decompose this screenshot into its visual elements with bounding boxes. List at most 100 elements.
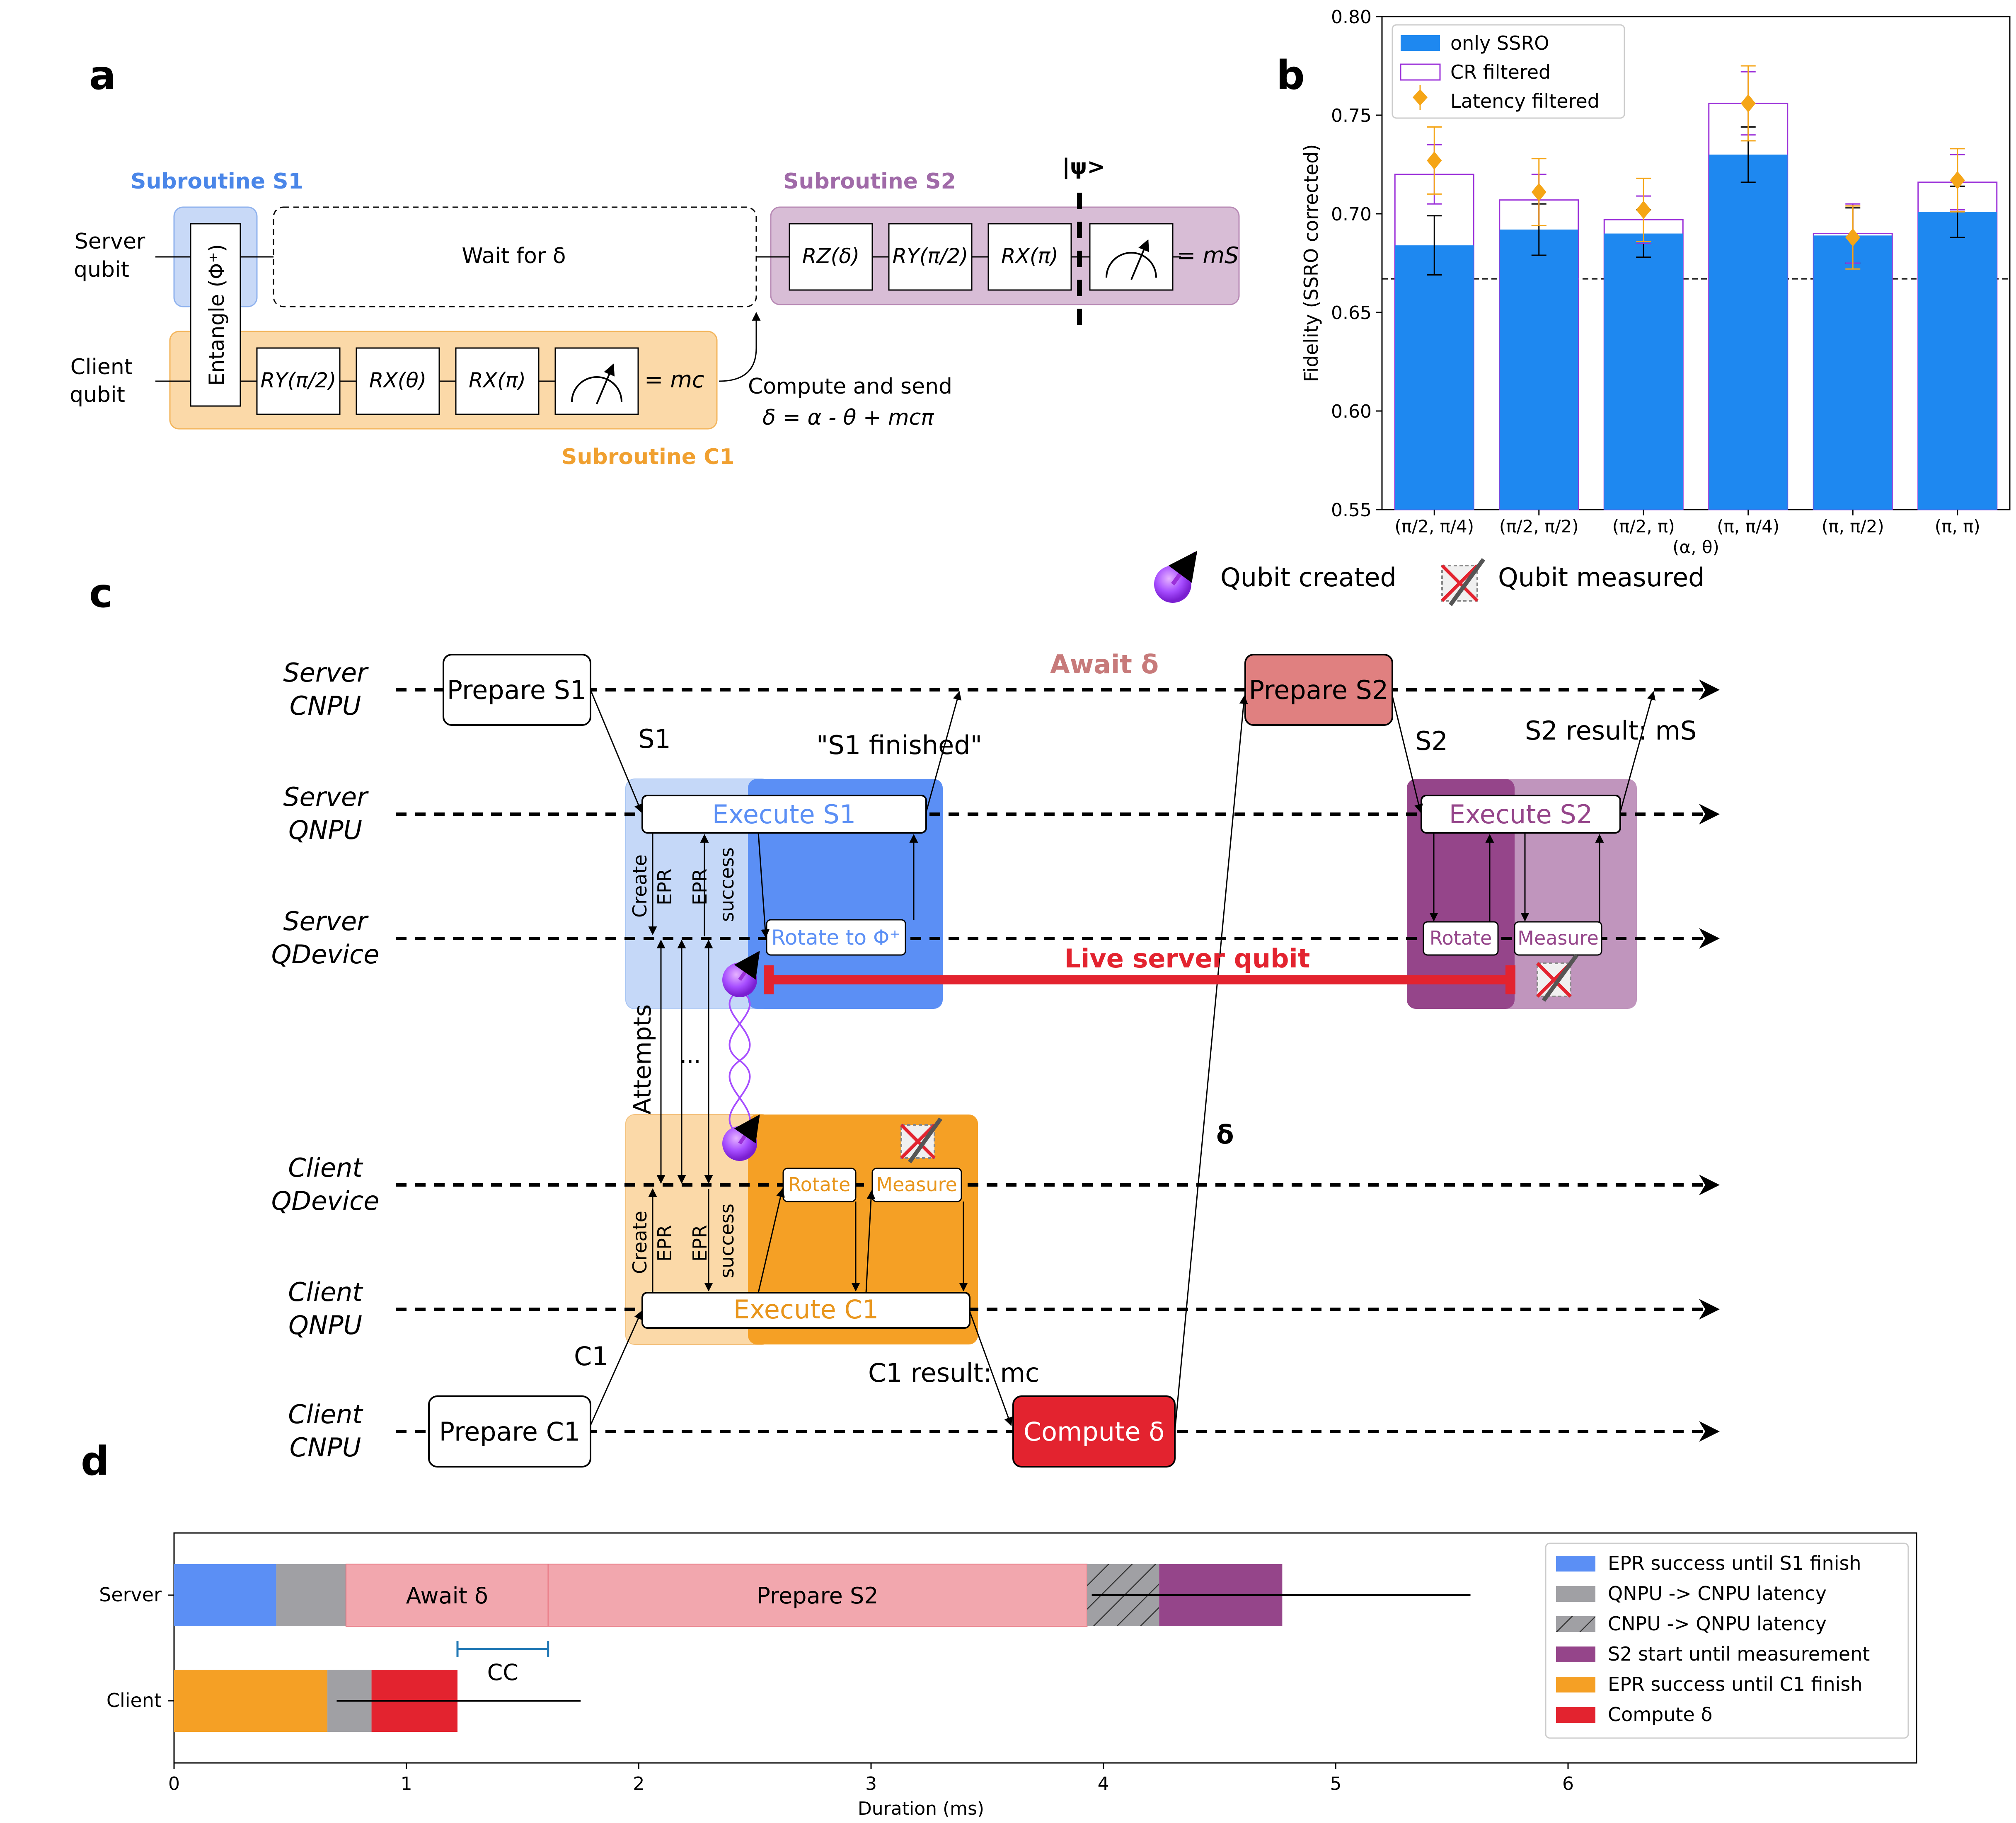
legend-swatch-cr xyxy=(1400,63,1441,81)
label-s1-finished: "S1 finished" xyxy=(816,730,982,760)
label-s2-result: S2 result: mS xyxy=(1525,716,1697,746)
prepare-c1-box xyxy=(428,1395,591,1468)
server-rotate-box xyxy=(1423,921,1499,956)
latency-filtered-point xyxy=(1427,151,1442,170)
x-tick-label: 6 xyxy=(1562,1773,1574,1794)
only-ssro-bar xyxy=(1813,235,1893,510)
client-qubit-created-icon xyxy=(722,1114,760,1161)
live-qubit-label: Live server qubit xyxy=(1065,943,1310,974)
x-tick-label: (π, π/4) xyxy=(1717,516,1779,537)
entangle-label: Entangle (Φ⁺) xyxy=(205,244,229,386)
legend-qubit-created: Qubit created xyxy=(1220,562,1396,592)
latency-filtered-point xyxy=(1950,171,1965,190)
prepare-s1-label: Prepare S1 xyxy=(447,675,587,705)
server-epr-label: EPR xyxy=(653,868,676,905)
qubit-created-icon xyxy=(1154,551,1198,603)
execute-c1-box xyxy=(641,1292,970,1329)
prepare-s2-box xyxy=(1244,654,1393,726)
row-label-server-qdevice-2: QDevice xyxy=(271,939,380,970)
client-measure-label: Measure xyxy=(876,1173,957,1196)
entangle-gate xyxy=(190,223,241,407)
latency-filtered-point xyxy=(1531,183,1546,201)
label-s1: S1 xyxy=(638,724,671,754)
execute-s1-label: Execute S1 xyxy=(712,799,856,829)
prepare-c1-label: Prepare C1 xyxy=(439,1417,581,1447)
x-tick-label: 1 xyxy=(401,1773,412,1794)
plot-frame xyxy=(173,1532,1917,1764)
server-gate-1 xyxy=(789,223,873,291)
row-label-server-qnpu-2: QNPU xyxy=(288,815,362,845)
server-qubit-measured-icon xyxy=(1536,954,1579,1002)
y-axis-label: Fidelity (SSRO corrected) xyxy=(1300,144,1322,382)
bar-segment xyxy=(345,1564,549,1627)
subroutine-c1-label: Subroutine C1 xyxy=(561,445,735,469)
client-meter-icon xyxy=(571,376,622,402)
server-qubit-label-2: qubit xyxy=(74,257,129,282)
entanglement-wave xyxy=(728,989,751,1136)
server-gate-3 xyxy=(987,223,1072,291)
y-tick-label: 0.75 xyxy=(1331,105,1372,126)
client-rotate-box xyxy=(782,1168,857,1202)
client-epr-label: EPR xyxy=(653,1225,676,1262)
client-rotate-label: Rotate xyxy=(788,1173,851,1196)
client-measure-box xyxy=(871,1168,962,1202)
legend-swatch xyxy=(1556,1707,1595,1723)
x-tick-label: 2 xyxy=(633,1773,644,1794)
client-qubit-label-1: Client xyxy=(70,355,133,380)
client-qubit-label-2: qubit xyxy=(70,382,125,407)
legend-label: EPR success until C1 finish xyxy=(1608,1673,1863,1695)
legend-label: only SSRO xyxy=(1450,32,1549,54)
server-success-label: success xyxy=(716,847,738,922)
x-axis-label: Duration (ms) xyxy=(858,1798,984,1819)
y-tick-label: 0.65 xyxy=(1331,302,1372,324)
row-label-client-qnpu-2: QNPU xyxy=(288,1310,362,1340)
delta-formula: δ = α - θ + mcπ xyxy=(762,405,934,430)
y-tick-label: 0.70 xyxy=(1331,204,1372,225)
legend-label: QNPU -> CNPU latency xyxy=(1608,1582,1827,1605)
row-label-client-cnpu-1: Client xyxy=(288,1399,363,1429)
legend-label: Compute δ xyxy=(1608,1703,1713,1726)
latency-filtered-point xyxy=(1740,94,1756,113)
x-tick-label: (π, π/2) xyxy=(1822,516,1884,537)
x-tick-label: 4 xyxy=(1098,1773,1109,1794)
client-measure-gate xyxy=(554,347,639,415)
only-ssro-bar xyxy=(1709,155,1788,510)
client-qubit-measured-icon xyxy=(900,1117,943,1163)
x-tick-label: (π/2, π/4) xyxy=(1394,516,1474,537)
row-label-client-qdevice-1: Client xyxy=(288,1153,363,1183)
x-tick-label: (π, π) xyxy=(1935,516,1980,537)
execute-c1-label: Execute C1 xyxy=(733,1294,879,1325)
y-tick-label: 0.60 xyxy=(1331,401,1372,422)
client-gate-3 xyxy=(455,347,540,415)
only-ssro-bar xyxy=(1918,212,1997,510)
panel-letter-a: a xyxy=(89,52,116,99)
server-gate-2 xyxy=(888,223,973,291)
x-tick-label: 5 xyxy=(1330,1773,1341,1794)
timeline-rows xyxy=(396,679,1720,1442)
row-label-server-qdevice-1: Server xyxy=(283,906,369,936)
server-qubit-label-1: Server xyxy=(75,229,145,254)
client-gate-1-label: RY(π/2) xyxy=(260,368,336,392)
prepare-s2-label: Prepare S2 xyxy=(1249,675,1389,705)
x-tick-label: (π/2, π) xyxy=(1612,516,1675,537)
client-create-label: Create xyxy=(629,1211,651,1274)
label-c1: C1 xyxy=(574,1341,608,1371)
panel-c: c Qubit created Qubit measured xyxy=(89,551,1720,1468)
legend-swatch-latency xyxy=(1413,89,1428,106)
subroutine-s1-label: Subroutine S1 xyxy=(131,169,303,194)
latency-filtered-point xyxy=(1636,201,1651,219)
cc-label: CC xyxy=(487,1659,518,1685)
x-tick-label: (π/2, π/2) xyxy=(1499,516,1579,537)
y-tick-label: 0.55 xyxy=(1331,500,1372,521)
row-label-server-cnpu-1: Server xyxy=(283,658,369,688)
legend-swatch xyxy=(1556,1647,1595,1662)
server-meter-icon xyxy=(1106,252,1157,278)
bar-segment xyxy=(174,1670,328,1732)
x-tick-label: 0 xyxy=(168,1773,180,1794)
server-rotate-label: Rotate xyxy=(1430,927,1492,949)
server-measure-gate xyxy=(1089,223,1174,291)
legend-label: EPR success until S1 finish xyxy=(1608,1552,1861,1574)
